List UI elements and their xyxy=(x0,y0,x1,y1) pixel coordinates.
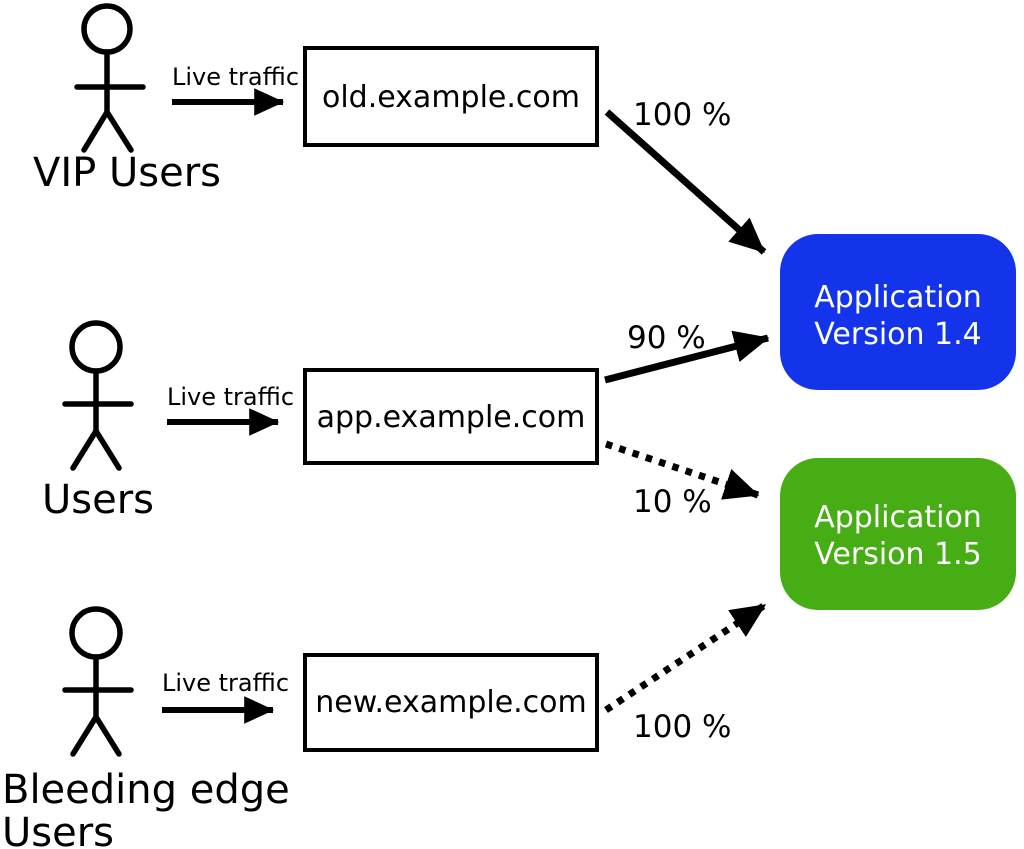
live-traffic-arrow-users: Live traffic xyxy=(167,383,294,436)
app-box-v14 xyxy=(780,234,1016,390)
stick-figure-head xyxy=(69,606,123,660)
dotted-arrow-icon xyxy=(604,602,767,713)
live-traffic-label: Live traffic xyxy=(162,669,289,697)
percent-label-app-to-v15: 10 % xyxy=(633,484,712,520)
stick-figure-head xyxy=(69,320,123,374)
domain-label-new: new.example.com xyxy=(315,685,587,720)
domain-box xyxy=(303,46,599,147)
domain-box xyxy=(303,368,599,465)
stick-figure-head xyxy=(81,3,133,55)
actor-label-bleeding-edge-line1: Bleeding edge xyxy=(2,767,290,813)
domain-node-old-example-com: old.example.com xyxy=(303,46,599,147)
stick-figure-leg-right xyxy=(104,109,134,153)
solid-arrow-icon xyxy=(604,109,767,255)
domain-label-app: app.example.com xyxy=(317,400,586,435)
edge-app-to-v15: 10 % xyxy=(604,440,760,520)
live-traffic-arrow-vip: Live traffic xyxy=(172,63,299,116)
actor-label-vip-users: VIP Users xyxy=(33,150,221,196)
domain-box xyxy=(303,653,599,752)
edge-old-to-v14: 100 % xyxy=(604,97,767,255)
actor-bleeding-edge-users: Bleeding edge Users xyxy=(2,606,290,849)
live-traffic-arrow-bleeding-edge: Live traffic xyxy=(162,669,289,724)
app-node-version-1-5: Application Version 1.5 xyxy=(780,458,1016,610)
stick-figure-leg-left xyxy=(81,109,110,153)
actor-vip-users: VIP Users xyxy=(33,3,221,196)
app-label-v14-line1: Application xyxy=(814,280,982,315)
stick-figure-leg-left xyxy=(70,428,99,471)
stick-figure-leg-right xyxy=(93,714,122,757)
percent-label-app-to-v14: 90 % xyxy=(627,320,706,356)
actor-label-bleeding-edge-line2: Users xyxy=(2,810,114,849)
app-label-v15-line1: Application xyxy=(814,500,982,535)
stick-figure-leg-right xyxy=(93,428,122,471)
live-traffic-label: Live traffic xyxy=(167,383,294,411)
domain-label-old: old.example.com xyxy=(322,80,580,115)
app-node-version-1-4: Application Version 1.4 xyxy=(780,234,1016,390)
app-box-v15 xyxy=(780,458,1016,610)
percent-label-old-to-v14: 100 % xyxy=(633,97,731,133)
edge-app-to-v14: 90 % xyxy=(604,320,770,384)
app-label-v14-line2: Version 1.4 xyxy=(814,317,982,352)
stick-figure-leg-left xyxy=(70,714,99,757)
solid-arrow-icon xyxy=(604,330,770,384)
live-traffic-label: Live traffic xyxy=(172,63,299,91)
actor-label-users: Users xyxy=(42,477,154,523)
domain-node-app-example-com: app.example.com xyxy=(303,368,599,465)
percent-label-new-to-v15: 100 % xyxy=(633,709,731,745)
app-label-v15-line2: Version 1.5 xyxy=(814,537,982,572)
domain-node-new-example-com: new.example.com xyxy=(303,653,599,752)
actor-users: Users xyxy=(42,320,154,523)
edge-new-to-v15: 100 % xyxy=(604,602,767,745)
